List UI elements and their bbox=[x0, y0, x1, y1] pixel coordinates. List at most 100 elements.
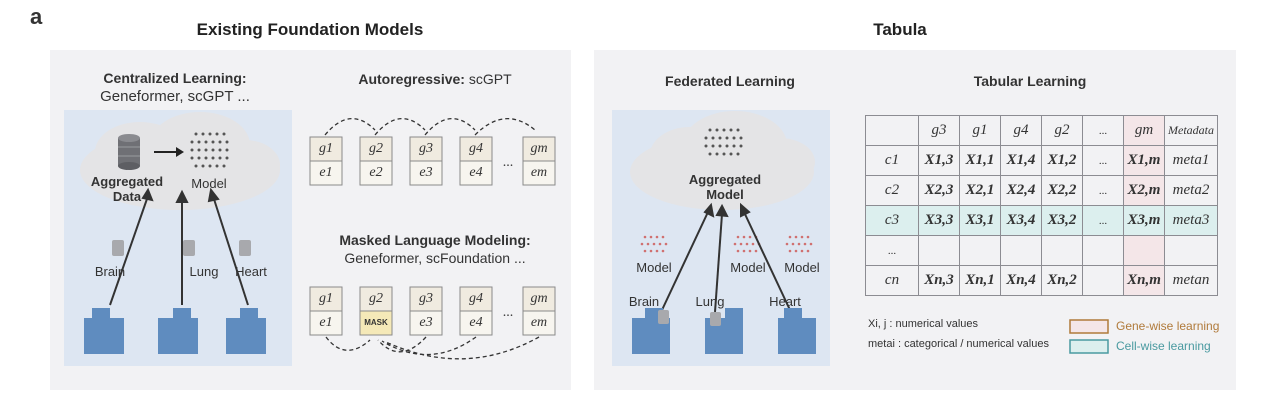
ar-expr-token: e2 bbox=[369, 165, 383, 180]
table-cell: X3,1 bbox=[959, 205, 1001, 236]
row-id: cn bbox=[865, 265, 919, 296]
table-cell bbox=[1041, 235, 1083, 266]
source-lung-label: Lung bbox=[189, 264, 219, 279]
table-cell bbox=[1082, 265, 1124, 296]
mlm-expr-token: e1 bbox=[319, 315, 333, 330]
source-heart-label: Heart bbox=[235, 264, 267, 279]
client-model-label: Model bbox=[784, 260, 820, 275]
federated-heading: Federated Learning bbox=[665, 73, 795, 89]
table-cell: X1,3 bbox=[918, 145, 960, 176]
fed-source-lung-label: Lung bbox=[695, 294, 725, 309]
mlm-gene-token: g3 bbox=[419, 291, 433, 306]
table-header-row: g3 g1 g4 g2 ... gm Metadata bbox=[865, 115, 1218, 146]
arrow-to-model-icon bbox=[154, 147, 184, 157]
client-model-label: Model bbox=[730, 260, 766, 275]
col-header: Metadata bbox=[1164, 115, 1218, 146]
lung-db-icon bbox=[183, 240, 195, 256]
centralized-heading: Centralized Learning: bbox=[103, 70, 247, 86]
table-cell: Xn,m bbox=[1123, 265, 1165, 296]
ar-gene-token: g3 bbox=[419, 141, 433, 156]
col-header: g3 bbox=[918, 115, 960, 146]
hospital-icons-left bbox=[84, 308, 266, 354]
panel-label: a bbox=[30, 4, 43, 29]
mlm-expr-token: e4 bbox=[469, 315, 483, 330]
mlm-mask-token: MASK bbox=[364, 318, 388, 327]
table-cell: Xn,4 bbox=[1000, 265, 1042, 296]
mlm-arcs bbox=[325, 336, 540, 360]
table-row: c2 X2,3 X2,1 X2,4 X2,2 ... X2,m meta2 bbox=[865, 175, 1218, 206]
legend-xij: Xi, j : numerical values bbox=[868, 318, 979, 330]
mlm-expr-token: em bbox=[530, 315, 548, 330]
ar-gene-token: g1 bbox=[319, 141, 333, 156]
table-cell: meta2 bbox=[1164, 175, 1218, 206]
table-cell bbox=[1000, 235, 1042, 266]
table-cell: Xn,1 bbox=[959, 265, 1001, 296]
ar-gene-token: g4 bbox=[469, 141, 483, 156]
col-header: gm bbox=[1123, 115, 1165, 146]
table-cell: X3,3 bbox=[918, 205, 960, 236]
legend-gene-wise: Gene-wise learning bbox=[1116, 319, 1220, 333]
mlm-gene-token: g4 bbox=[469, 291, 483, 306]
heart-db-icon bbox=[239, 240, 251, 256]
table-row: c1 X1,3 X1,1 X1,4 X1,2 ... X1,m meta1 bbox=[865, 145, 1218, 176]
mlm-gene-token: gm bbox=[530, 291, 548, 306]
col-header: g1 bbox=[959, 115, 1001, 146]
mlm-expr-token: e3 bbox=[419, 315, 433, 330]
row-id: c1 bbox=[865, 145, 919, 176]
table-row: c3 X3,3 X3,1 X3,4 X3,2 ... X3,m meta3 bbox=[865, 205, 1218, 236]
aggregated-model-label: Aggregated Model bbox=[688, 172, 762, 202]
ar-ellipsis: ... bbox=[502, 155, 514, 170]
table-cell: ... bbox=[1082, 205, 1124, 236]
table-cell: meta3 bbox=[1164, 205, 1218, 236]
table-cell: Xn,2 bbox=[1041, 265, 1083, 296]
autoregressive-heading: Autoregressive: scGPT bbox=[320, 71, 550, 87]
col-header: g2 bbox=[1041, 115, 1083, 146]
table-cell: ... bbox=[1082, 175, 1124, 206]
table-cell: ... bbox=[1082, 145, 1124, 176]
table-cell: X1,m bbox=[1123, 145, 1165, 176]
table-cell: X2,4 bbox=[1000, 175, 1042, 206]
mlm-gene-token: g2 bbox=[369, 291, 383, 306]
table-cell bbox=[1164, 235, 1218, 266]
mlm-ellipsis: ... bbox=[502, 305, 514, 320]
ar-expr-token: em bbox=[530, 165, 548, 180]
brain-db-icon bbox=[112, 240, 124, 256]
table-row: cn Xn,3 Xn,1 Xn,4 Xn,2 Xn,m metan bbox=[865, 265, 1218, 296]
ar-expr-token: e1 bbox=[319, 165, 333, 180]
tabular-table: g3 g1 g4 g2 ... gm Metadata c1 X1,3 X1,1… bbox=[865, 115, 1218, 296]
client-model-label: Model bbox=[636, 260, 672, 275]
ar-gene-token: gm bbox=[530, 141, 548, 156]
legend-meta: metai : categorical / numerical values bbox=[868, 338, 1049, 350]
centralized-arrows bbox=[109, 187, 249, 306]
mlm-examples: Geneformer, scFoundation ... bbox=[344, 250, 526, 266]
gene-wise-swatch bbox=[1069, 319, 1109, 334]
tabular-heading: Tabular Learning bbox=[973, 73, 1087, 89]
centralized-examples: Geneformer, scGPT ... bbox=[100, 88, 250, 105]
row-id: ... bbox=[865, 235, 919, 266]
table-cell: X2,3 bbox=[918, 175, 960, 206]
table-cell: X1,2 bbox=[1041, 145, 1083, 176]
table-cell: X2,2 bbox=[1041, 175, 1083, 206]
source-brain-label: Brain bbox=[94, 264, 126, 279]
row-id: c2 bbox=[865, 175, 919, 206]
cell-wise-swatch bbox=[1069, 339, 1109, 354]
legend-cell-wise: Cell-wise learning bbox=[1116, 339, 1211, 353]
ar-expr-token: e4 bbox=[469, 165, 483, 180]
client-model-icons bbox=[640, 235, 813, 253]
table-corner bbox=[865, 115, 919, 146]
table-cell bbox=[1082, 235, 1124, 266]
fed-source-brain-label: Brain bbox=[628, 294, 660, 309]
fed-source-heart-label: Heart bbox=[769, 294, 801, 309]
table-cell: X1,1 bbox=[959, 145, 1001, 176]
autoregressive-title: Autoregressive: bbox=[358, 71, 465, 87]
table-cell: Xn,3 bbox=[918, 265, 960, 296]
autoregressive-arcs bbox=[324, 117, 536, 136]
right-title: Tabula bbox=[873, 20, 927, 39]
table-cell: X2,1 bbox=[959, 175, 1001, 206]
table-cell: X1,4 bbox=[1000, 145, 1042, 176]
model-network-icon bbox=[190, 132, 229, 168]
autoregressive-example: scGPT bbox=[468, 71, 512, 87]
autoregressive-tokens bbox=[309, 136, 556, 186]
hospital-icons-right bbox=[632, 308, 816, 354]
